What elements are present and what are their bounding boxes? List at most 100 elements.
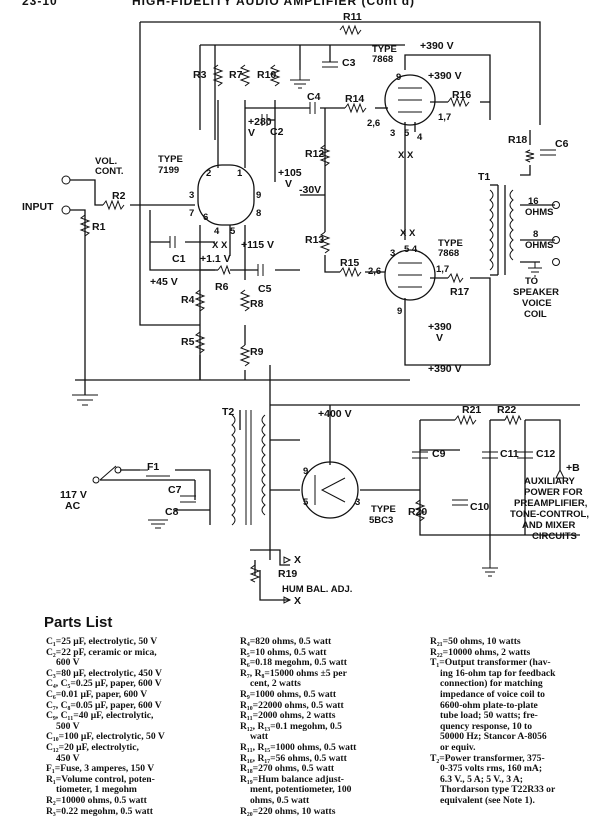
label-r16: R16 xyxy=(452,89,471,101)
label-8-ohms: OHMS xyxy=(525,240,554,251)
parts-line: 6600-ohm plate-to-plate xyxy=(440,699,538,711)
label-xx-c: X X xyxy=(400,228,416,239)
resistor-r8 xyxy=(239,289,251,312)
parts-line: connection) for matching xyxy=(440,678,543,690)
capacitor-c11 xyxy=(482,451,498,459)
label-type-5bc3: TYPE xyxy=(371,504,396,515)
parts-line: R₃=0.22 megohm, 0.5 watt xyxy=(46,805,153,817)
parts-line: R₁₁, R₁₅=1000 ohms, 0.5 watt xyxy=(240,741,357,753)
resistor-r11 xyxy=(339,24,362,36)
label-v117: 117 V xyxy=(60,489,87,501)
label-pin-5a: 5 xyxy=(404,128,410,139)
label-vol: VOL. xyxy=(95,156,117,167)
capacitor-c2 xyxy=(261,114,268,126)
label-r19: R19 xyxy=(278,568,297,580)
label-input: INPUT xyxy=(22,201,54,213)
label-r12: R12 xyxy=(305,148,324,160)
capacitor-c10 xyxy=(452,499,468,506)
parts-line: R₁₈=270 ohms, 0.5 watt xyxy=(240,763,335,775)
parts-line: watt xyxy=(250,731,269,743)
parts-line: equivalent (see Note 1). xyxy=(440,794,535,806)
parts-line: F₁=Fuse, 3 amperes, 150 V xyxy=(46,763,155,775)
label-r15: R15 xyxy=(340,257,359,269)
label-coil: COIL xyxy=(524,309,547,320)
label-aux-4: TONE-CONTROL, xyxy=(510,509,589,520)
label-c1: C1 xyxy=(172,253,186,265)
label-r18: R18 xyxy=(508,134,527,146)
capacitor-c7 xyxy=(140,469,170,477)
label-pin-7: 7 xyxy=(189,208,194,219)
label-voice: VOICE xyxy=(522,298,552,309)
capacitors xyxy=(140,61,556,506)
label-hum-bal: HUM BAL. ADJ. xyxy=(282,584,352,595)
label-8: 8 xyxy=(533,229,538,240)
parts-line: R₁₉=Hum balance adjust- xyxy=(240,773,344,785)
resistor-r18 xyxy=(524,149,535,163)
parts-line: R₂=10000 ohms, 0.5 watt xyxy=(46,794,147,806)
capacitor-c1 xyxy=(169,236,176,248)
label-16-ohms: OHMS xyxy=(525,207,554,218)
label-c9: C9 xyxy=(432,448,446,460)
label-r13: R13 xyxy=(305,234,324,246)
label-pin-9c: 9 xyxy=(303,466,308,477)
resistor-r20 xyxy=(414,499,426,522)
label-ac: AC xyxy=(65,500,81,512)
label-vm30: -30V xyxy=(299,184,321,196)
label-r17: R17 xyxy=(450,286,469,298)
parts-line: C₄, C₅=0.25 μF, paper, 600 V xyxy=(46,678,162,690)
resistor-r10 xyxy=(269,64,281,87)
label-pin-8: 8 xyxy=(256,208,261,219)
label-c3: C3 xyxy=(342,57,356,69)
parts-line: R₅=10 ohms, 0.5 watt xyxy=(240,646,327,658)
parts-line: C₇, C₈=0.05 μF, paper, 600 V xyxy=(46,699,162,711)
label-c2: C2 xyxy=(270,126,284,138)
label-t1: T1 xyxy=(478,171,490,183)
capacitor-c9 xyxy=(412,451,428,459)
parts-line: impedance of voice coil to xyxy=(440,688,545,700)
parts-line: cent, 2 watts xyxy=(250,678,301,690)
label-pin-9b: 9 xyxy=(397,306,402,317)
parts-line: T₁=Output transformer (hav- xyxy=(430,657,551,669)
label-tube-7868-upper: 7868 xyxy=(372,54,393,65)
parts-line: R₉=1000 ohms, 0.5 watt xyxy=(240,688,337,700)
label-pin-2: 2 xyxy=(206,168,211,179)
parts-line: 50000 Hz; Stancor A-8056 xyxy=(440,731,547,743)
label-v105-unit: V xyxy=(285,178,292,190)
resistor-r19 xyxy=(249,564,261,583)
resistor-r6 xyxy=(217,264,231,276)
resistor-r3 xyxy=(212,64,224,87)
label-aux-3: PREAMPLIFIER, xyxy=(514,498,587,509)
label-c12: C12 xyxy=(536,448,555,460)
label-r1: R1 xyxy=(92,221,106,233)
wiring xyxy=(70,21,580,601)
parts-line: R₂₀=220 ohms, 10 watts xyxy=(240,805,336,817)
parts-line: R₂₂=10000 ohms, 2 watts xyxy=(430,646,531,658)
label-to: TO xyxy=(525,276,538,287)
label-c7: C7 xyxy=(168,484,182,496)
parts-list-title: Parts List xyxy=(44,614,113,631)
parts-list-column-2: R₄=820 ohms, 0.5 watt R₅=10 ohms, 0.5 wa… xyxy=(240,636,420,817)
parts-line: T₂=Power transformer, 375- xyxy=(430,752,545,764)
label-v11: +1.1 V xyxy=(200,253,231,265)
label-v280-unit: V xyxy=(248,127,255,139)
parts-line: R₁₁=2000 ohms, 2 watts xyxy=(240,710,336,722)
label-r10: R10 xyxy=(257,69,276,81)
label-v390-a: +390 V xyxy=(420,40,454,52)
capacitor-c8 xyxy=(180,495,196,503)
resistors xyxy=(79,24,535,583)
label-pin-9: 9 xyxy=(256,190,261,201)
tube-7868-lower xyxy=(384,249,436,301)
parts-line: tube load; 50 watts; fre- xyxy=(440,710,538,722)
label-pin-26b: 2,6 xyxy=(368,266,381,277)
label-16: 16 xyxy=(528,196,539,207)
transformer-t2-primary xyxy=(231,414,236,526)
resistor-r1 xyxy=(79,214,91,237)
parts-line: 450 V xyxy=(56,752,80,764)
parts-line: quency response, 10 to xyxy=(440,720,533,732)
parts-line: C₆=0.01 μF, paper, 600 V xyxy=(46,688,148,700)
label-c6: C6 xyxy=(555,138,569,150)
label-r9: R9 xyxy=(250,346,264,358)
label-tube-7868-lower: 7868 xyxy=(438,248,459,259)
label-pin-3b: 3 xyxy=(390,248,395,259)
resistor-r7 xyxy=(239,64,251,87)
